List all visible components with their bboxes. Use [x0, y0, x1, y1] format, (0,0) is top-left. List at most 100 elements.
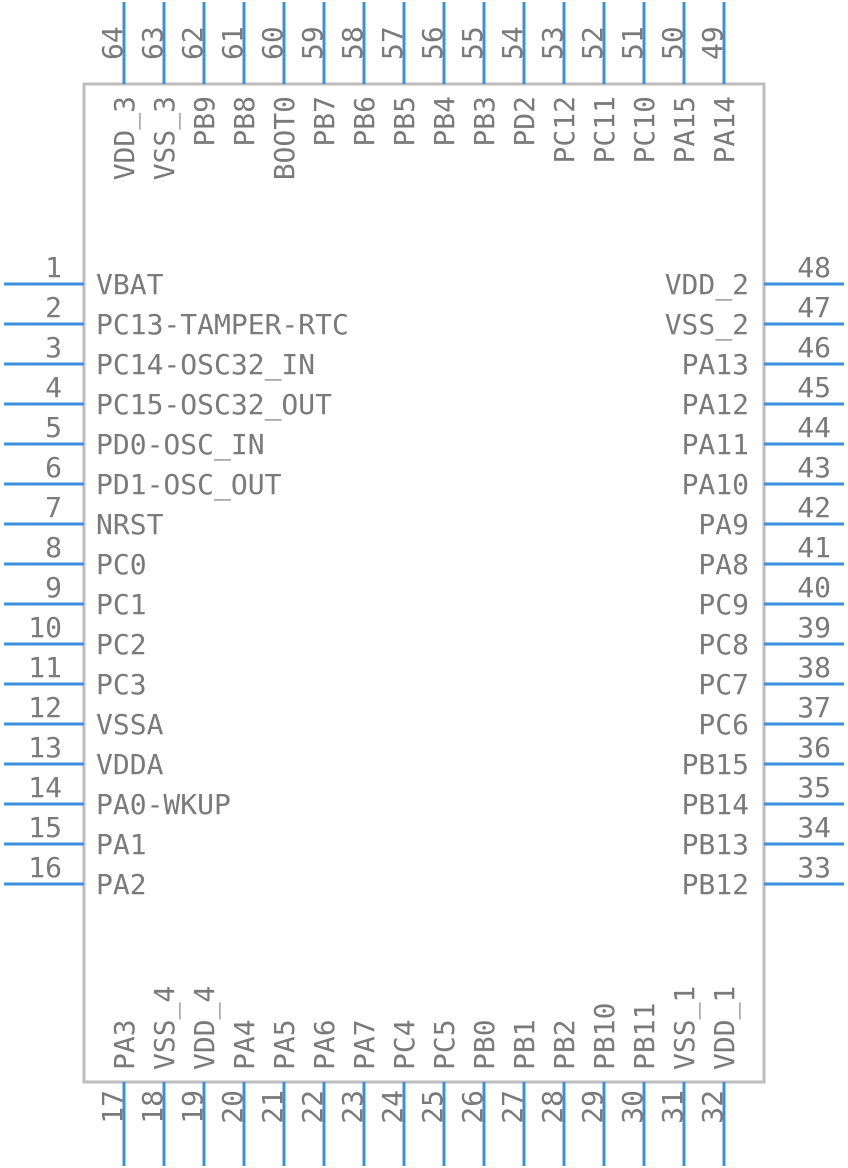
pin-number-60: 60 [256, 26, 289, 60]
pin-number-30: 30 [616, 1090, 649, 1124]
pin-name-39: PC8 [698, 628, 749, 661]
pin-number-48: 48 [797, 251, 831, 284]
pin-number-26: 26 [456, 1090, 489, 1124]
pin-name-54: PD2 [508, 96, 541, 147]
pin-number-28: 28 [536, 1090, 569, 1124]
pin-name-8: PC0 [96, 548, 147, 581]
pin-number-55: 55 [456, 26, 489, 60]
pin-number-44: 44 [797, 411, 831, 444]
pin-name-51: PC10 [628, 96, 661, 163]
pin-number-57: 57 [376, 26, 409, 60]
pin-number-52: 52 [576, 26, 609, 60]
pin-name-43: PA10 [682, 468, 749, 501]
pin-number-10: 10 [28, 611, 62, 644]
pin-name-52: PC11 [588, 96, 621, 163]
pin-name-38: PC7 [698, 668, 749, 701]
pin-number-23: 23 [336, 1090, 369, 1124]
pin-name-1: VBAT [96, 268, 164, 301]
pin-name-15: PA1 [96, 828, 147, 861]
pin-number-59: 59 [296, 26, 329, 60]
pin-number-50: 50 [656, 26, 689, 60]
pin-number-2: 2 [45, 291, 62, 324]
pin-name-14: PA0-WKUP [96, 788, 231, 821]
pin-name-63: VSS_3 [148, 96, 182, 180]
pin-number-19: 19 [176, 1090, 209, 1124]
pin-name-41: PA8 [698, 548, 749, 581]
chip-body [82, 82, 766, 1084]
pin-name-50: PA15 [668, 96, 701, 163]
pin-name-27: PB1 [508, 1019, 541, 1070]
pin-name-19: VDD_4 [188, 986, 222, 1070]
pin-name-12: VSSA [96, 708, 164, 741]
pin-number-4: 4 [45, 371, 62, 404]
pins-layer: 1VBAT2PC13-TAMPER-RTC3PC14-OSC32_IN4PC15… [4, 2, 844, 1166]
pin-name-55: PB3 [468, 96, 501, 147]
pin-number-8: 8 [45, 531, 62, 564]
pin-name-60: BOOT0 [268, 96, 301, 180]
pin-name-44: PA11 [682, 428, 749, 461]
pin-name-62: PB9 [188, 96, 221, 147]
pin-number-31: 31 [656, 1090, 689, 1124]
pin-name-7: NRST [96, 508, 164, 541]
pin-name-53: PC12 [548, 96, 581, 163]
pin-number-35: 35 [797, 771, 831, 804]
pin-number-21: 21 [256, 1090, 289, 1124]
pin-name-17: PA3 [108, 1019, 141, 1070]
pin-name-18: VSS_4 [148, 986, 182, 1070]
pin-number-17: 17 [96, 1090, 129, 1124]
pin-name-46: PA13 [682, 348, 749, 381]
pin-number-5: 5 [45, 411, 62, 444]
pin-number-15: 15 [28, 811, 62, 844]
pin-name-11: PC3 [96, 668, 147, 701]
pin-name-32: VDD_1 [708, 986, 742, 1070]
pin-number-62: 62 [176, 26, 209, 60]
pin-name-22: PA6 [308, 1019, 341, 1070]
pin-number-25: 25 [416, 1090, 449, 1124]
pin-name-35: PB14 [682, 788, 749, 821]
pin-name-36: PB15 [682, 748, 749, 781]
pin-number-40: 40 [797, 571, 831, 604]
pin-number-51: 51 [616, 26, 649, 60]
pin-name-48: VDD_2 [665, 268, 749, 302]
pin-name-9: PC1 [96, 588, 147, 621]
pin-number-24: 24 [376, 1090, 409, 1124]
pin-name-61: PB8 [228, 96, 261, 147]
pin-name-23: PA7 [348, 1019, 381, 1070]
pin-number-41: 41 [797, 531, 831, 564]
pin-number-63: 63 [136, 26, 169, 60]
pin-number-58: 58 [336, 26, 369, 60]
pin-number-32: 32 [696, 1090, 729, 1124]
pin-name-21: PA5 [268, 1019, 301, 1070]
pin-name-6: PD1-OSC_OUT [96, 468, 282, 502]
pin-number-49: 49 [696, 26, 729, 60]
pin-name-37: PC6 [698, 708, 749, 741]
pin-name-2: PC13-TAMPER-RTC [96, 308, 349, 341]
pin-number-46: 46 [797, 331, 831, 364]
pin-number-6: 6 [45, 451, 62, 484]
pin-number-47: 47 [797, 291, 831, 324]
pin-number-13: 13 [28, 731, 62, 764]
pin-name-3: PC14-OSC32_IN [96, 348, 315, 382]
pin-number-20: 20 [216, 1090, 249, 1124]
pin-number-12: 12 [28, 691, 62, 724]
pin-name-34: PB13 [682, 828, 749, 861]
pin-number-61: 61 [216, 26, 249, 60]
pin-number-3: 3 [45, 331, 62, 364]
pin-number-14: 14 [28, 771, 62, 804]
pin-number-54: 54 [496, 26, 529, 60]
pin-name-10: PC2 [96, 628, 147, 661]
pin-number-27: 27 [496, 1090, 529, 1124]
pin-number-18: 18 [136, 1090, 169, 1124]
pin-name-29: PB10 [588, 1003, 621, 1070]
pin-name-30: PB11 [628, 1003, 661, 1070]
pin-number-56: 56 [416, 26, 449, 60]
pin-name-5: PD0-OSC_IN [96, 428, 265, 462]
pin-name-4: PC15-OSC32_OUT [96, 388, 332, 422]
pin-name-13: VDDA [96, 748, 164, 781]
pin-number-29: 29 [576, 1090, 609, 1124]
pin-name-25: PC5 [428, 1019, 461, 1070]
pin-number-36: 36 [797, 731, 831, 764]
pin-number-39: 39 [797, 611, 831, 644]
pin-name-26: PB0 [468, 1019, 501, 1070]
